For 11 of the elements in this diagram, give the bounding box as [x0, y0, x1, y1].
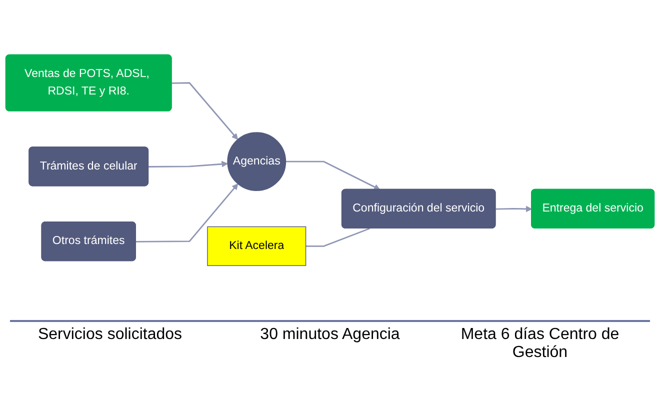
node-circle: Agencias [227, 132, 286, 191]
connector [306, 228, 370, 247]
arrow [136, 183, 238, 242]
timeline-label: Meta 6 días Centro de Gestión [460, 326, 620, 362]
arrow [148, 160, 228, 168]
timeline-label: Servicios solicitados [36, 326, 184, 344]
node-box: Kit Acelera [207, 226, 306, 266]
arrow [172, 82, 238, 140]
arrow [496, 206, 532, 212]
timeline-label: 30 minutos Agencia [259, 326, 401, 344]
arrow [286, 160, 380, 190]
